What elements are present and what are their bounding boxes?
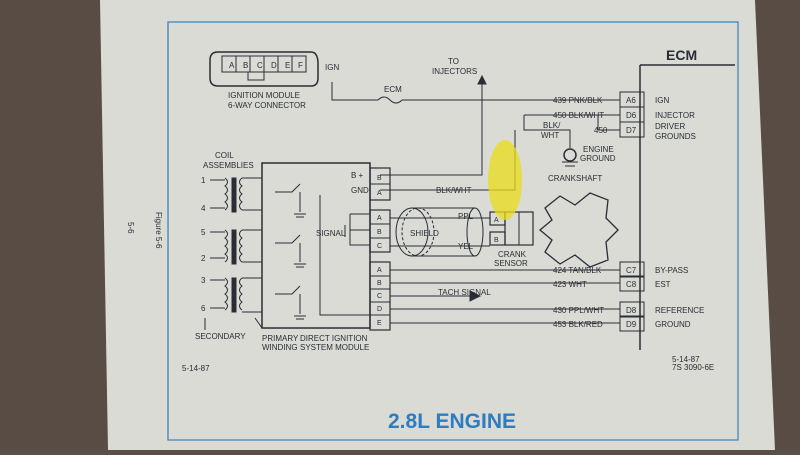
crank-pin-b: B: [494, 237, 499, 244]
to-injectors-label-1: TO: [448, 57, 459, 66]
module-pin-mid-a: A: [377, 215, 382, 222]
dis-module-label-1: DIRECT IGNITION: [300, 334, 368, 343]
blk-wht-main-label: BLK/WHT: [436, 186, 472, 195]
coil-number-1: 1: [201, 176, 206, 185]
pin-a-label: A: [229, 61, 235, 70]
engine-ground-label-2: GROUND: [580, 154, 616, 163]
ecm-pin-c7: C7: [626, 266, 637, 275]
module-pin-bottom-d: D: [377, 306, 382, 313]
ecm-func-injector: INJECTOR: [655, 111, 695, 120]
ecm-pin-a6: A6: [626, 96, 636, 105]
diagram-labels: A B C D E F IGNITION MODULE 6-WAY CONNEC…: [126, 47, 714, 433]
manual-page: [100, 0, 775, 450]
engine-ground-symbol: [563, 148, 577, 162]
module-pin-bottom-a: A: [377, 267, 382, 274]
crank-pin-a: A: [494, 217, 499, 224]
ecm-wire-453-label: 453 BLK/RED: [553, 320, 603, 329]
ecm-func-bypass: BY-PASS: [655, 266, 688, 275]
ign-label: IGN: [325, 63, 339, 72]
coil-assemblies-label-1: COIL: [215, 151, 234, 160]
wires: [204, 51, 735, 350]
coil-number-4: 4: [201, 204, 206, 213]
ecm-func-est: EST: [655, 280, 671, 289]
coil-number-5: 5: [201, 228, 206, 237]
crankshaft-label: CRANKSHAFT: [548, 174, 602, 183]
pin-c-label: C: [257, 61, 263, 70]
date-right-label: 5-14-87: [672, 355, 700, 364]
ecm-wire-430-label: 430 PPL/WHT: [553, 306, 604, 315]
module-pin-bottom-e: E: [377, 320, 382, 327]
gnd-label: GND: [351, 186, 369, 195]
engine-ground-label-1: ENGINE: [583, 145, 614, 154]
ecm-pin-d6: D6: [626, 111, 637, 120]
coil-number-2: 2: [201, 254, 206, 263]
ecm-func-grounds: GROUNDS: [655, 132, 696, 141]
crank-sensor-label-2: SENSOR: [494, 259, 528, 268]
ecm-pin-d7: D7: [626, 126, 637, 135]
figure-label: Figure 5-6: [154, 212, 163, 249]
connector-title-2: 6-WAY CONNECTOR: [228, 101, 306, 110]
crankshaft-reluctor: [538, 192, 619, 268]
coil-number-6: 6: [201, 304, 206, 313]
crank-sensor-label-1: CRANK: [498, 250, 527, 259]
b-plus-label: B +: [351, 171, 364, 180]
primary-winding-label-1: PRIMARY: [262, 334, 299, 343]
wire-450-label: 450: [594, 126, 608, 135]
coil-5-2: [210, 229, 262, 265]
ecm-fuse-label: ECM: [384, 85, 402, 94]
blk-wht-label-1: BLK/: [543, 121, 561, 130]
ecm-func-ign: IGN: [655, 96, 669, 105]
secondary-label: SECONDARY: [195, 332, 246, 341]
yellow-highlight: [488, 140, 522, 220]
pin-f-label: F: [298, 61, 303, 70]
ecm-pin-d8: D8: [626, 306, 637, 315]
pin-b-label: B: [243, 61, 248, 70]
module-pin-bottom-b: B: [377, 280, 382, 287]
coil-3-6: [210, 277, 262, 313]
ppl-label: PPL: [458, 212, 474, 221]
coil-number-3: 3: [201, 276, 206, 285]
ecm-pin-c8: C8: [626, 280, 637, 289]
coil-assemblies-label-2: ASSEMBLIES: [203, 161, 254, 170]
ecm-pin-d9: D9: [626, 320, 637, 329]
to-injectors-label-2: INJECTORS: [432, 67, 477, 76]
coil-1-4: [210, 177, 262, 213]
ecm-func-driver: DRIVER: [655, 122, 685, 131]
ecm-wire-450-label: 450 BLK/WHT: [553, 111, 604, 120]
ecm-title: ECM: [666, 47, 697, 63]
pin-d-label: D: [271, 61, 277, 70]
date-left-label: 5-14-87: [182, 364, 210, 373]
connector-body: [209, 51, 319, 87]
module-pin-mid-b: B: [377, 229, 382, 236]
engine-title: 2.8L ENGINE: [388, 410, 516, 433]
shield-label: SHIELD: [410, 229, 439, 238]
ecm-wire-439-label: 439 PNK/BLK: [553, 96, 603, 105]
blk-wht-label-2: WHT: [541, 131, 559, 140]
ecm-func-ground: GROUND: [655, 320, 691, 329]
module-pin-top-a: A: [377, 190, 382, 197]
ecm-func-reference: REFERENCE: [655, 306, 704, 315]
page-number-label: 5-6: [126, 222, 135, 234]
primary-winding-label-2: WINDING: [262, 343, 298, 352]
module-pin-mid-c: C: [377, 243, 382, 250]
tach-signal-label: TACH SIGNAL: [438, 288, 491, 297]
module-pin-bottom-c: C: [377, 293, 382, 300]
part-number-label: 7S 3090-6E: [672, 363, 714, 372]
ecm-wire-424-label: 424 TAN/BLK: [553, 266, 602, 275]
ecm-wire-423-label: 423 WHT: [553, 280, 587, 289]
connector-title-1: IGNITION MODULE: [228, 91, 300, 100]
pin-e-label: E: [285, 61, 290, 70]
yel-label: YEL: [458, 242, 474, 251]
module-pin-top-b: B: [377, 175, 382, 182]
page-border: [167, 21, 739, 441]
signal-label: SIGNAL: [316, 229, 346, 238]
fuse-symbol: [377, 96, 403, 104]
dis-module-label-2: SYSTEM MODULE: [300, 343, 369, 352]
